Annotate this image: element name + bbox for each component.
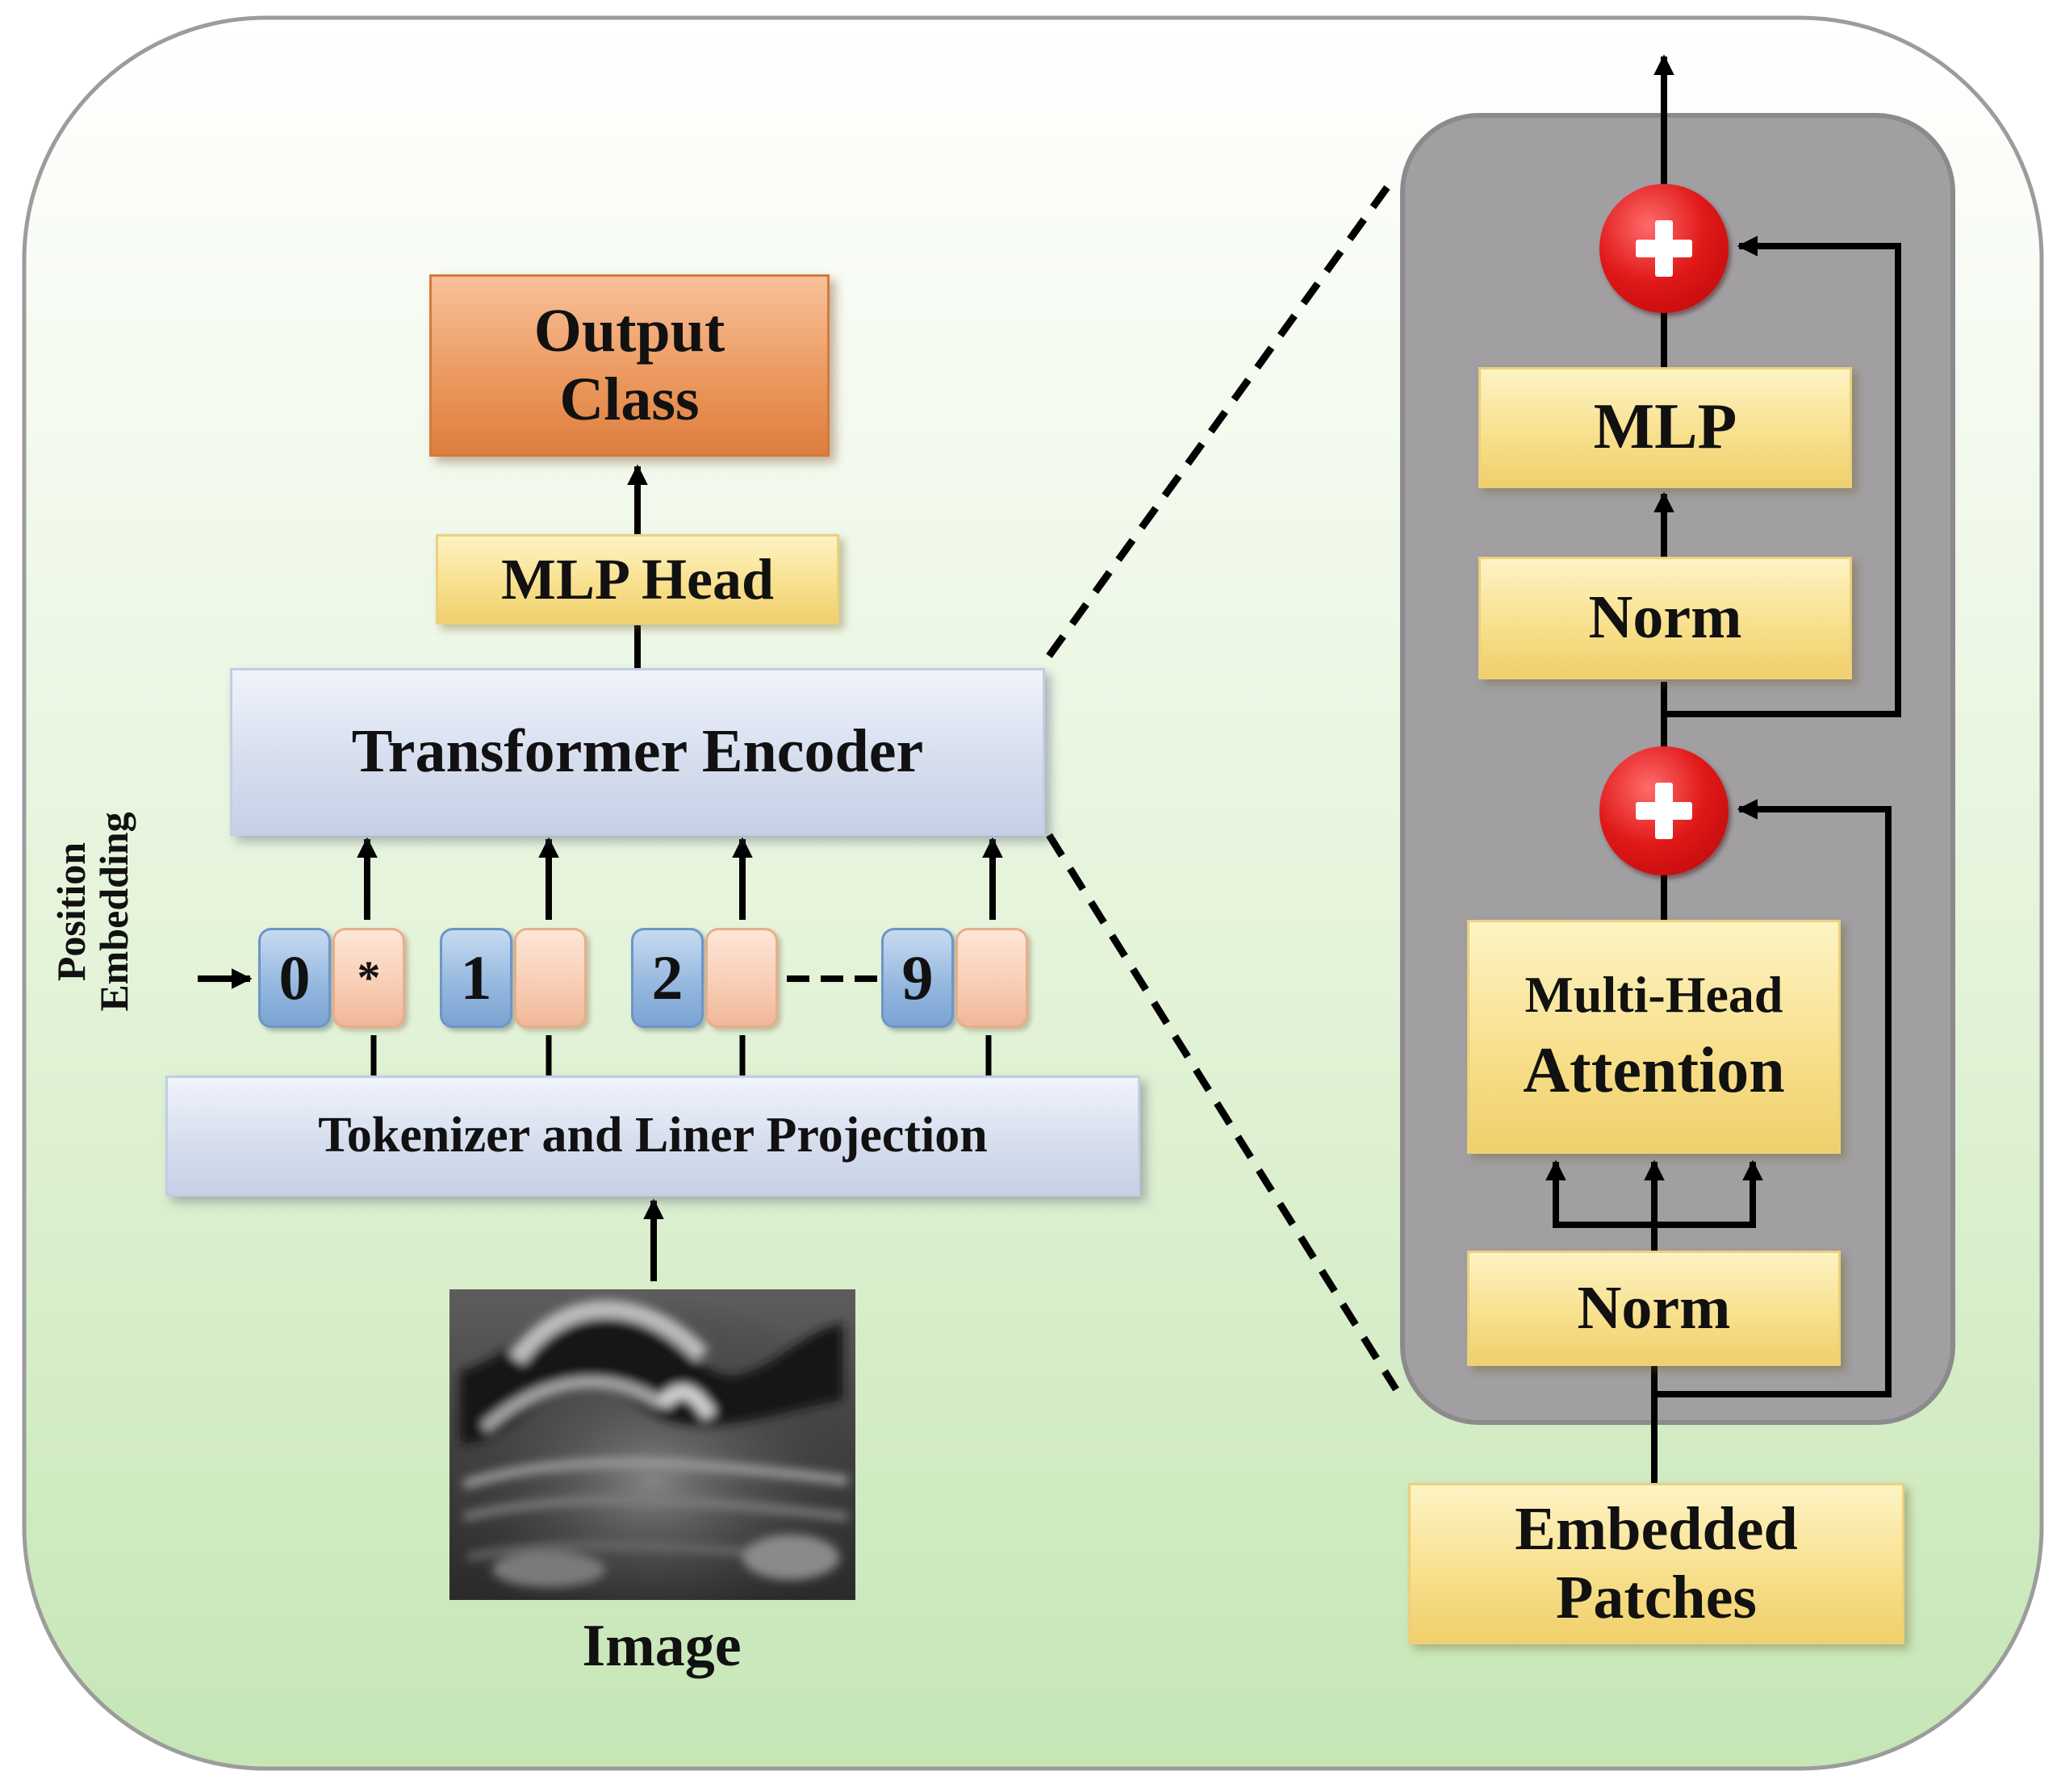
embedded-patches-line2: Patches bbox=[1555, 1564, 1758, 1631]
image-label: Image bbox=[582, 1612, 742, 1679]
output-class-line2: Class bbox=[559, 366, 700, 433]
position-token-2: 2 bbox=[631, 928, 704, 1028]
attention-line1: Multi-Head bbox=[1524, 966, 1783, 1024]
norm-top-label: Norm bbox=[1588, 583, 1742, 652]
plus-circle-icon-residual-2 bbox=[1599, 184, 1729, 313]
tokenizer-label: Tokenizer and Liner Projection bbox=[318, 1108, 988, 1163]
patch-token-2 bbox=[705, 928, 778, 1028]
residual-connection-1 bbox=[1654, 799, 1892, 1397]
ultrasound-image-icon bbox=[449, 1289, 855, 1600]
mlp-head-box: MLP Head bbox=[436, 534, 839, 624]
patch-token-1 bbox=[514, 928, 587, 1028]
output-class-line1: Output bbox=[533, 296, 725, 365]
norm-box-top: Norm bbox=[1478, 557, 1852, 679]
embedded-patches-box: Embedded Patches bbox=[1408, 1483, 1904, 1644]
norm-bottom-label: Norm bbox=[1577, 1273, 1731, 1342]
patch-token-9 bbox=[955, 928, 1028, 1028]
residual-connection-2 bbox=[1664, 236, 1901, 717]
zoom-line-bottom bbox=[1046, 833, 1399, 1392]
plus-circle-icon-residual-1 bbox=[1599, 746, 1729, 875]
position-embedding-line1: Position bbox=[48, 842, 94, 982]
tokenizer-box: Tokenizer and Liner Projection bbox=[165, 1076, 1140, 1197]
position-token-9: 9 bbox=[881, 928, 954, 1028]
patch-token-class: * bbox=[332, 928, 405, 1028]
position-token-1: 1 bbox=[440, 928, 512, 1028]
norm-box-bottom: Norm bbox=[1467, 1251, 1841, 1366]
mlp-box: MLP bbox=[1478, 367, 1852, 488]
attention-line2: Attention bbox=[1523, 1035, 1785, 1107]
zoom-line-top bbox=[1046, 182, 1393, 658]
embedded-patches-line1: Embedded bbox=[1515, 1494, 1798, 1563]
mlp-head-label: MLP Head bbox=[501, 546, 774, 612]
position-embedding-line2: Embedding bbox=[90, 812, 136, 1012]
multi-head-attention-box: Multi-Head Attention bbox=[1467, 920, 1841, 1154]
output-class-box: Output Class bbox=[429, 274, 830, 457]
transformer-encoder-box: Transformer Encoder bbox=[230, 668, 1045, 836]
position-token-0: 0 bbox=[258, 928, 331, 1028]
transformer-encoder-label: Transformer Encoder bbox=[351, 717, 924, 786]
mlp-label: MLP bbox=[1593, 391, 1737, 463]
position-embedding-label: Position Embedding bbox=[48, 807, 139, 1017]
